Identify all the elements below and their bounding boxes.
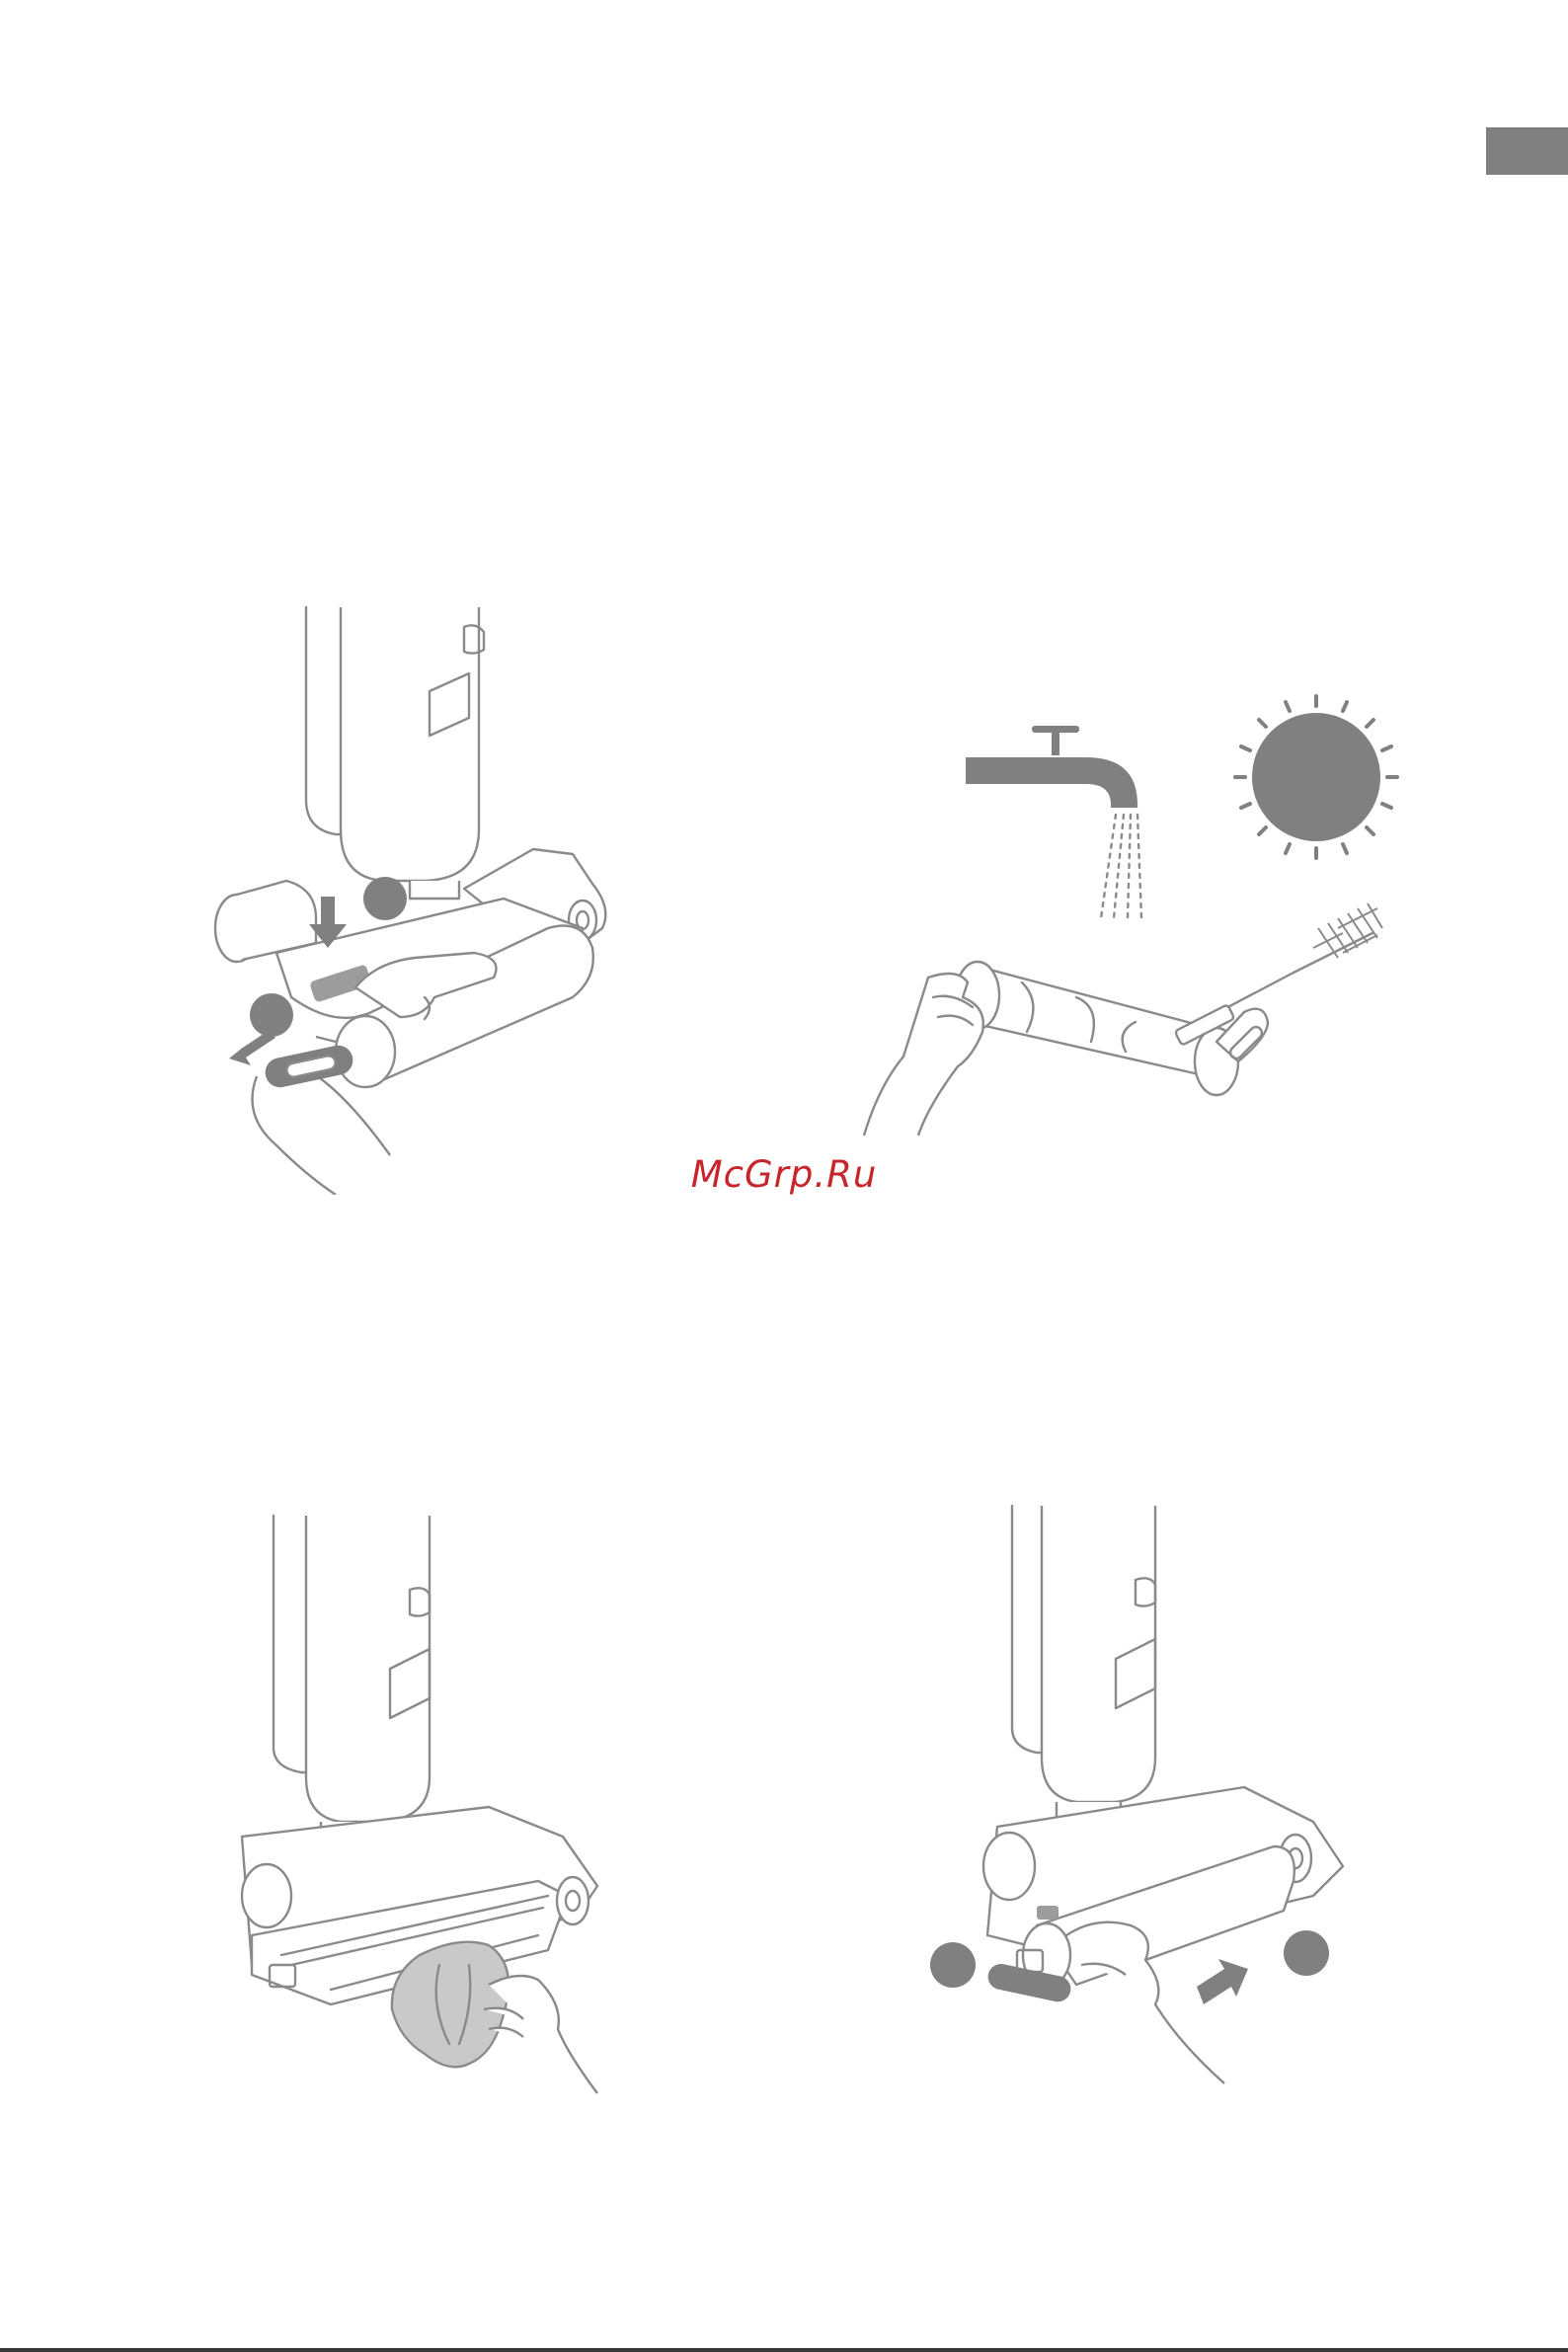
water-stream (1101, 815, 1141, 918)
sun-icon (1235, 696, 1397, 858)
page-bottom-rule (0, 2348, 1568, 2352)
hand-icon (484, 1976, 597, 2093)
illustration-reinstall-roller (918, 1491, 1382, 2123)
section-tab-marker (1486, 127, 1568, 175)
step-1-marker (363, 877, 407, 920)
step-2-marker (1284, 1930, 1329, 1976)
faucet-icon (966, 726, 1137, 808)
step-2-marker (250, 993, 293, 1037)
vacuum-icon (242, 1516, 597, 2004)
arrow-right-icon (1197, 1959, 1248, 2004)
illustration-remove-roller (178, 602, 652, 1195)
hand-icon (1066, 1922, 1224, 2083)
hand-icon (864, 974, 983, 1136)
cleaning-brush-icon (1175, 903, 1382, 1046)
watermark: McGrp.Ru (0, 1153, 1568, 1196)
roller-icon (956, 962, 1268, 1095)
illustration-wipe-compartment (222, 1501, 617, 2113)
step-1-marker (930, 1942, 976, 1988)
illustration-wash-dry-roller (849, 681, 1412, 1155)
